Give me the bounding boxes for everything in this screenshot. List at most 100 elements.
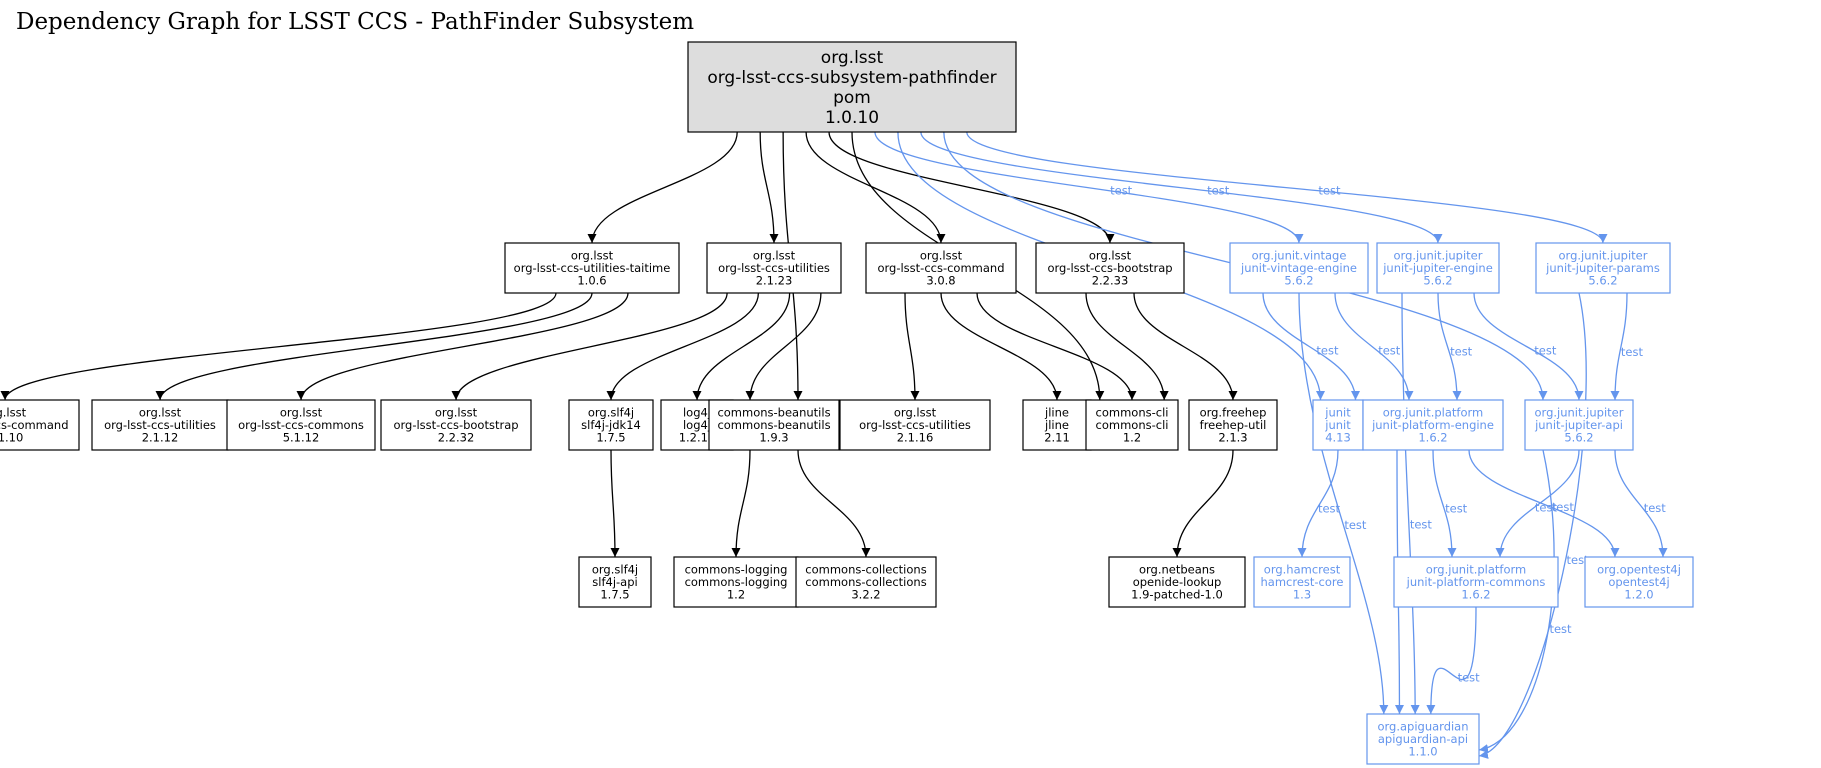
edge-compile — [606, 292, 760, 401]
edge-compile — [692, 292, 791, 401]
node-label-line: 2.2.33 — [1092, 274, 1129, 288]
node-label-line: 2.1.23 — [756, 274, 793, 288]
edge-compile — [940, 292, 1062, 401]
node-box — [380, 399, 532, 451]
nodes-layer: org.lsstorg-lsst-ccs-subsystem-pathfinde… — [0, 41, 1694, 765]
edge-test — [1473, 292, 1584, 401]
edge-compile — [904, 292, 920, 401]
node-box — [1085, 399, 1179, 451]
node-label-line: org.junit.vintage — [1252, 249, 1347, 263]
node-label-line: log4j — [683, 418, 711, 432]
node-label-line: 1.3 — [1293, 588, 1311, 602]
node-label-line: commons-collections — [805, 563, 926, 577]
edge-compile — [296, 292, 629, 401]
edge-label-test: test — [1110, 184, 1133, 198]
node-label-line: org.lsst — [0, 406, 27, 420]
edge-label-test: test — [1316, 343, 1339, 357]
node-openide: org.netbeansopenide-lookup1.9-patched-1.… — [1108, 556, 1246, 608]
node-label-line: jline — [1044, 406, 1069, 420]
edge-test — [1610, 292, 1628, 401]
edge-label-test: test — [1445, 502, 1468, 516]
node-jupiter-engine: org.junit.jupiterjunit-jupiter-engine5.6… — [1376, 242, 1500, 294]
node-root: org.lsstorg-lsst-ccs-subsystem-pathfinde… — [687, 41, 1017, 133]
edge-label-test: test — [1318, 501, 1341, 515]
node-box — [708, 399, 840, 451]
edge-test — [1614, 449, 1668, 558]
node-label-line: slf4j-jdk14 — [581, 418, 641, 432]
node-label-line: org-lsst-ccs-bootstrap — [393, 418, 518, 432]
node-label-line: 1.7.5 — [600, 588, 629, 602]
node-label-line: org.lsst — [139, 406, 182, 420]
edge-compile — [731, 449, 751, 558]
edge-compile — [976, 292, 1137, 401]
node-label-line: 1.2.0 — [1624, 588, 1653, 602]
node-box — [1253, 556, 1351, 608]
edge-test — [1262, 292, 1360, 401]
edge-label-test: test — [1535, 501, 1558, 515]
edge-compile — [759, 131, 779, 244]
node-label-line: org.junit.jupiter — [1394, 249, 1483, 263]
edge-compile — [587, 131, 738, 244]
node-label-line: freehep-util — [1200, 418, 1267, 432]
node-box — [226, 399, 376, 451]
edge-compile — [1085, 292, 1169, 401]
edge-label-test: test — [1318, 184, 1341, 198]
graph-title: Dependency Graph for LSST CCS - PathFind… — [16, 9, 694, 35]
node-box — [1108, 556, 1246, 608]
edge-label-test: test — [1552, 500, 1575, 514]
edge-label-test: test — [1344, 518, 1367, 532]
node-label-line: 1.6.2 — [1461, 588, 1490, 602]
node-label-line: junit — [1324, 418, 1351, 432]
node-box — [706, 242, 842, 294]
node-label-line: org-lsst-ccs-utilities-taitime — [514, 261, 671, 275]
node-label-line: 1.0.6 — [577, 274, 606, 288]
node-label-line: opentest4j — [1608, 575, 1669, 589]
node-label-line: org.lsst — [894, 406, 937, 420]
node-taitime: org.lsstorg-lsst-ccs-utilities-taitime1.… — [504, 242, 680, 294]
node-label-line: junit-platform-commons — [1406, 575, 1546, 589]
node-label-line: org.junit.jupiter — [1559, 249, 1648, 263]
node-label-line: 2.1.3 — [1218, 431, 1247, 445]
node-box — [865, 242, 1017, 294]
node-jupiter-params: org.junit.jupiterjunit-jupiter-params5.6… — [1535, 242, 1671, 294]
node-box — [1393, 556, 1559, 608]
node-label-line: org.junit.jupiter — [1535, 406, 1624, 420]
node-label-line: commons-beanutils — [717, 418, 830, 432]
node-label-line: org.slf4j — [588, 406, 634, 420]
node-label-line: org.lsst — [1089, 249, 1132, 263]
node-label-line: apiguardian-api — [1378, 732, 1468, 746]
edge-test — [1401, 292, 1420, 715]
node-box — [91, 399, 229, 451]
node-box — [578, 556, 652, 608]
edge-test — [1432, 449, 1457, 558]
edge-compile — [1172, 449, 1234, 558]
node-platform-engine: org.junit.platformjunit-platform-engine1… — [1362, 399, 1504, 451]
edge-test — [1478, 449, 1555, 753]
node-label-line: org-lsst-ccs-utilities — [718, 261, 830, 275]
node-label-line: commons-logging — [685, 563, 788, 577]
node-label-line: org.junit.platform — [1383, 406, 1484, 420]
node-label-line: org.junit.platform — [1426, 563, 1527, 577]
node-box — [1229, 242, 1369, 294]
edge-label-test: test — [1410, 518, 1433, 532]
edge-test — [1437, 292, 1462, 401]
node-box — [795, 556, 937, 608]
node-box — [839, 399, 991, 451]
edge-test — [1478, 292, 1587, 759]
node-label-line: 1.0.10 — [825, 108, 879, 128]
